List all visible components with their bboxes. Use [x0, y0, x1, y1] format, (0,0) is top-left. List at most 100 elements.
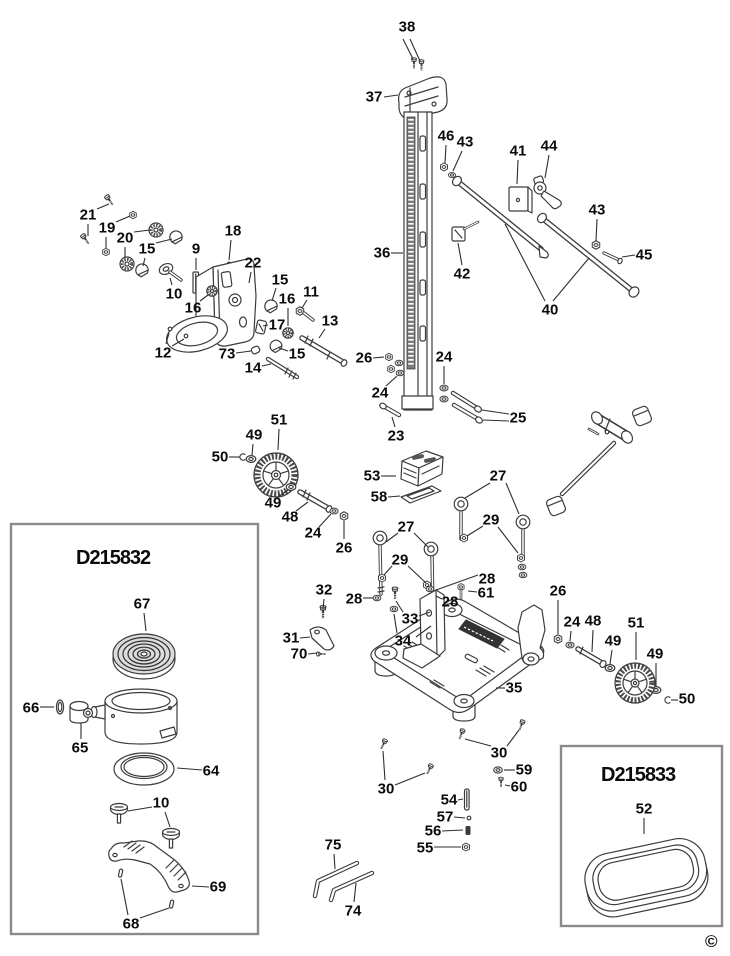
callout-part-28: 28 [435, 594, 459, 611]
leader-line [143, 612, 147, 632]
part-14-shaft-drawing [265, 356, 300, 380]
leader-line [569, 630, 572, 642]
part-57-ball [466, 815, 472, 821]
callout-part-24: 24 [305, 513, 332, 542]
leader-line [504, 784, 511, 787]
part-number-label: 15 [139, 241, 156, 258]
leader-line [307, 652, 318, 655]
leader-line [464, 738, 492, 747]
leader-line [199, 294, 209, 302]
part-26-nut-wheel-right [553, 634, 563, 644]
part-number-label: 68 [123, 916, 140, 933]
leader-line [402, 38, 414, 60]
leader-line [621, 254, 636, 258]
leader-line [385, 532, 399, 543]
leader-line [333, 853, 336, 870]
part-40-support-rods-drawing [451, 175, 640, 298]
leader-line [353, 882, 357, 903]
callout-part-35: 35 [496, 680, 522, 697]
leader-line [155, 238, 173, 244]
part-number-label: 66 [23, 700, 40, 717]
callout-part-59: 59 [504, 762, 532, 779]
part-number-label: 65 [72, 740, 89, 757]
part-number-label: 48 [585, 613, 602, 630]
leader-line [235, 350, 252, 354]
part-number-label: 19 [99, 220, 116, 237]
leader-line [497, 526, 519, 554]
callout-part-64: 64 [176, 763, 220, 780]
leader-line [318, 328, 326, 339]
part-number-label: 22 [245, 255, 262, 272]
leader-line [591, 629, 594, 653]
callout-part-50: 50 [671, 691, 695, 708]
leader-line [435, 574, 479, 591]
leader-line [191, 885, 210, 888]
leader-line [301, 299, 308, 309]
callout-part-28: 28 [435, 571, 495, 591]
callout-part-16: 16 [279, 291, 295, 326]
leader-line [383, 94, 399, 98]
leader-line [413, 532, 429, 548]
leader-line [466, 525, 484, 537]
part-number-label: 15 [289, 346, 306, 363]
callout-part-27: 27 [385, 519, 429, 548]
part-number-label: 29 [392, 552, 409, 569]
part-number-label: 70 [291, 646, 308, 663]
leader-line [394, 772, 426, 786]
callout-part-70: 70 [291, 646, 318, 663]
part-number-label: 11 [303, 284, 319, 301]
callout-part-41: 41 [510, 143, 526, 185]
part-number-label: 48 [282, 509, 299, 526]
part-3-rod-drawing [559, 440, 617, 497]
part-number-label: 29 [483, 512, 500, 529]
leader-line [382, 750, 386, 781]
part-59-washer [493, 766, 503, 774]
callout-part-58: 58 [371, 489, 401, 506]
part-number-label: 15 [272, 272, 289, 289]
leader-line [504, 223, 546, 302]
part-61-bolt-drawing [457, 583, 465, 601]
callout-part-24: 24 [564, 614, 581, 642]
leader-line [544, 154, 550, 179]
part-number-label: 49 [246, 427, 263, 444]
part-10-handle-hub-drawing [158, 262, 183, 282]
leader-line [415, 625, 432, 638]
part-number-label: 18 [225, 223, 242, 240]
leader-line [271, 287, 277, 302]
part-66-o-ring-drawing [55, 699, 65, 715]
callout-part-74: 74 [345, 882, 362, 920]
callout-part-43: 43 [452, 134, 473, 172]
leader-line [318, 513, 332, 528]
part-number-label: 74 [345, 903, 362, 920]
part-69-support-bracket-drawing [108, 840, 190, 893]
part-number-label: 61 [478, 585, 495, 602]
part-number-label: 49 [605, 633, 622, 650]
leader-line [115, 215, 131, 223]
part-number-label: 24 [564, 614, 581, 631]
callout-part-69: 69 [191, 879, 226, 896]
callout-part-67: 67 [134, 596, 150, 632]
part-number-label: 31 [283, 630, 300, 647]
part-67-swirl-plate-drawing [112, 633, 176, 680]
part-number-label: 28 [442, 594, 459, 611]
part-number-label: 40 [542, 302, 559, 319]
leader-line [295, 501, 309, 512]
part-number-label: 55 [417, 840, 434, 857]
leader-line [169, 277, 173, 286]
part-number-label: 13 [322, 313, 339, 330]
callout-part-37: 37 [366, 89, 399, 106]
part-13-shaft-drawing [299, 335, 348, 367]
leader-line [452, 150, 463, 172]
callout-part-11: 11 [301, 284, 319, 309]
copyright-symbol: © [705, 932, 718, 951]
leader-line [277, 428, 280, 451]
callout-part-49: 49 [647, 646, 663, 686]
part-number-label: 34 [395, 633, 412, 650]
part-number-label: 37 [366, 89, 383, 106]
part-55-nut [462, 842, 470, 852]
leader-line [441, 829, 464, 832]
callout-part-50: 50 [212, 449, 240, 466]
part-number-label: 52 [636, 801, 653, 818]
part-number-label: 21 [80, 207, 97, 224]
part-54-pin-drawing [463, 788, 470, 811]
